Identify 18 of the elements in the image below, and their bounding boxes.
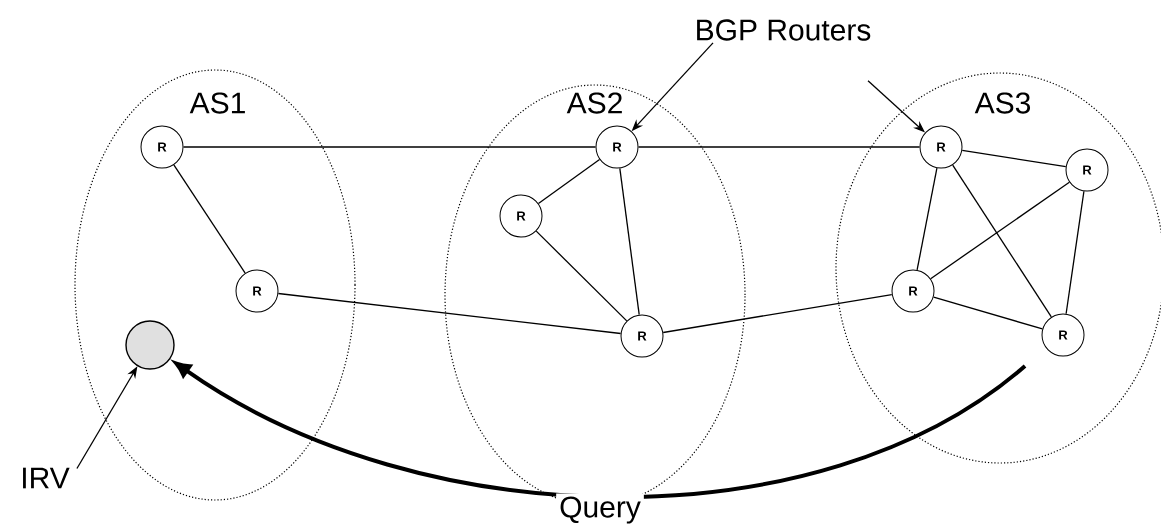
link-line <box>952 164 1052 318</box>
link-line <box>637 146 921 148</box>
callout-text: IRV <box>23 467 70 489</box>
link-line <box>933 296 1044 330</box>
link-line <box>182 146 597 148</box>
irv-circle <box>125 320 175 370</box>
link-line <box>930 181 1070 280</box>
link-line <box>1065 190 1085 315</box>
callout-text: BGP Routers <box>697 19 871 41</box>
link-line <box>916 167 938 271</box>
link-line <box>662 293 893 334</box>
link-line <box>537 158 601 205</box>
link-line <box>535 230 628 322</box>
link-line <box>277 292 622 335</box>
link-line <box>961 149 1067 168</box>
link-line <box>619 167 640 316</box>
link-line <box>173 164 246 274</box>
edge-label: Query <box>556 493 644 527</box>
